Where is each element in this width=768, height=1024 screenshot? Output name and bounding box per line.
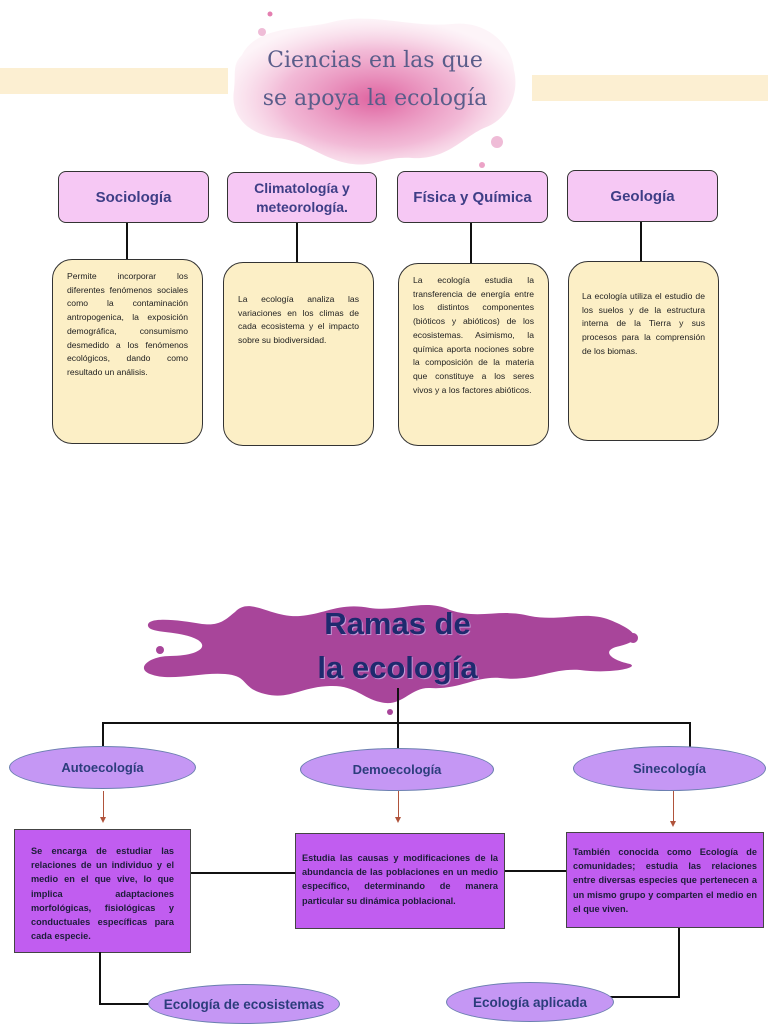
branch-oval-demoecologia: Demoecología — [300, 748, 494, 791]
branch-oval-sinecologia: Sinecología — [573, 746, 766, 791]
branch-box-sinecologia: También conocida como Ecología de comuni… — [566, 832, 764, 928]
branch-description: Estudia las causas y modificaciones de l… — [302, 853, 498, 906]
science-label: Física y Química — [413, 188, 532, 206]
description-text: La ecología estudia la transferencia de … — [413, 275, 534, 395]
science-label: Sociología — [95, 188, 172, 206]
watercolor-splash — [233, 11, 516, 168]
section2-title-line2: la ecología — [317, 650, 478, 685]
tree-horizontal — [102, 722, 691, 724]
connector-line — [126, 223, 128, 260]
description-box-geologia: La ecología utiliza el estudio de los su… — [568, 261, 719, 441]
box-link-right — [504, 870, 567, 872]
section2-title: Ramas de la ecología — [280, 602, 515, 690]
tree-drop-right — [689, 722, 691, 750]
branch-description: Se encarga de estudiar las relaciones de… — [31, 846, 174, 942]
science-box-geologia: Geología — [567, 170, 718, 222]
science-box-fisica-quimica: Física y Química — [397, 171, 548, 223]
arrow-line — [103, 791, 104, 817]
science-box-climatologia: Climatología y meteorología. — [227, 172, 377, 223]
section1-title-line1: Ciencias en las que — [267, 48, 483, 73]
connector-line — [640, 222, 642, 262]
section1-title: Ciencias en las que se apoya la ecología — [240, 42, 510, 118]
bottom-connector — [678, 928, 680, 998]
tree-drop-left — [102, 722, 104, 750]
arrow-head — [670, 821, 676, 827]
tree-stem — [397, 688, 399, 754]
branch-description: También conocida como Ecología de comuni… — [573, 847, 757, 914]
branch-label: Demoecología — [352, 762, 442, 777]
branch-oval-autoecologia: Autoecología — [9, 746, 196, 789]
arrow-line — [673, 791, 674, 821]
description-text: Permite incorporar los diferentes fenóme… — [67, 271, 188, 377]
connector-line — [470, 223, 472, 265]
branch-label: Autoecología — [61, 760, 144, 775]
bottom-connector — [99, 952, 101, 1005]
section1-title-line2: se apoya la ecología — [262, 86, 488, 111]
branch-box-autoecologia: Se encarga de estudiar las relaciones de… — [14, 829, 191, 953]
arrow-line — [398, 791, 399, 817]
science-box-sociologia: Sociología — [58, 171, 209, 223]
science-label: Climatología y meteorología. — [254, 179, 350, 215]
branch-label: Ecología aplicada — [472, 994, 588, 1010]
ink-splash — [143, 605, 638, 715]
box-link-left — [190, 872, 296, 874]
arrow-head — [100, 817, 106, 823]
description-text: La ecología utiliza el estudio de los su… — [582, 291, 705, 356]
description-text: La ecología analiza las variaciones en l… — [238, 294, 359, 346]
description-box-fisica-quimica: La ecología estudia la transferencia de … — [398, 263, 549, 446]
description-box-climatologia: La ecología analiza las variaciones en l… — [223, 262, 374, 446]
science-label: Geología — [610, 187, 675, 205]
bottom-connector — [99, 1003, 151, 1005]
connector-line — [296, 223, 298, 263]
bottom-connector — [610, 996, 680, 998]
arrow-head — [395, 817, 401, 823]
branch-label: Sinecología — [633, 761, 706, 776]
section2-title-line1: Ramas de — [324, 606, 471, 641]
branch-label: Ecología de ecosistemas — [163, 996, 325, 1012]
branch-oval-ecologia-ecosistemas: Ecología de ecosistemas — [148, 984, 340, 1024]
description-box-sociologia: Permite incorporar los diferentes fenóme… — [52, 259, 203, 444]
title-band-left — [0, 68, 228, 94]
branch-oval-ecologia-aplicada: Ecología aplicada — [446, 982, 614, 1022]
branch-box-demoecologia: Estudia las causas y modificaciones de l… — [295, 833, 505, 929]
title-band-right — [532, 75, 768, 101]
